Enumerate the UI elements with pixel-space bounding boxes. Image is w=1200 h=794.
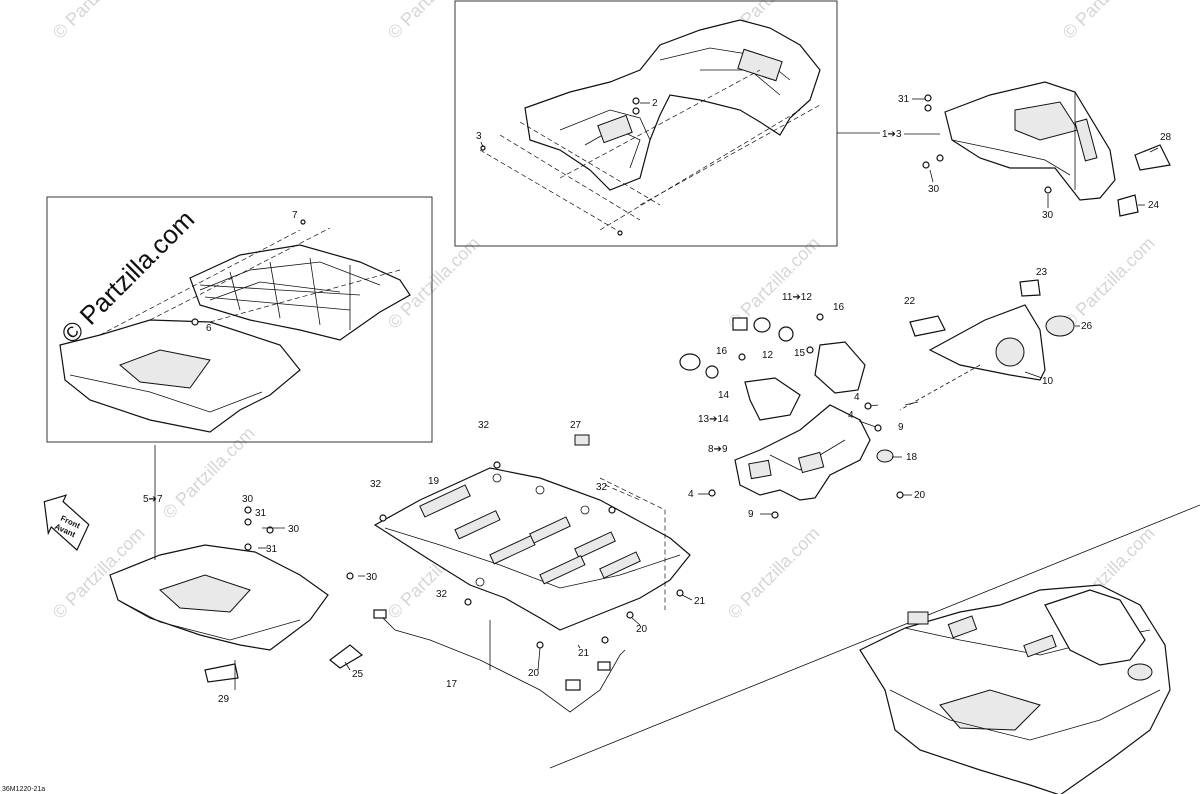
callout: 31 bbox=[255, 508, 267, 519]
frame-detail-box bbox=[454, 0, 838, 247]
lower-seat-base bbox=[109, 506, 364, 683]
callout: 5➔7 bbox=[143, 494, 163, 505]
watermark: © Partzilla.com bbox=[1059, 0, 1159, 43]
callout: 10 bbox=[1042, 376, 1054, 387]
assembly-divider-line bbox=[549, 504, 1200, 769]
callout: 17 bbox=[446, 679, 458, 690]
frame-assembly bbox=[479, 19, 821, 236]
callout: 32 bbox=[478, 420, 490, 431]
seat-detail-box bbox=[46, 196, 433, 443]
callout: 22 bbox=[904, 296, 916, 307]
front-direction-arrow: Front Avant bbox=[43, 494, 90, 551]
decal-25 bbox=[329, 644, 364, 669]
grommet-18 bbox=[876, 449, 894, 463]
wire-harness-17 bbox=[373, 609, 626, 713]
drawing-code: 36M1220-21a bbox=[2, 786, 45, 793]
callout: 4 bbox=[848, 410, 854, 421]
callout: 20 bbox=[528, 668, 540, 679]
callout: 9 bbox=[748, 509, 754, 520]
watermark: © Partzilla.com bbox=[384, 0, 484, 43]
callout: 21 bbox=[578, 648, 590, 659]
callout: 4 bbox=[854, 392, 860, 403]
callout: 29 bbox=[218, 694, 230, 705]
callout: 25 bbox=[352, 669, 364, 680]
callout: 19 bbox=[428, 476, 440, 487]
decal-23 bbox=[1019, 279, 1041, 297]
callout: 24 bbox=[1148, 200, 1160, 211]
callout: 20 bbox=[636, 624, 648, 635]
callout: 32 bbox=[436, 589, 448, 600]
leader-lines bbox=[344, 98, 1159, 671]
callout-labels: 31 1➔3 28 30 30 24 2 3 7 6 23 22 26 10 1… bbox=[143, 94, 1172, 705]
decal-24 bbox=[1117, 194, 1139, 217]
watermark: © Partzilla.com bbox=[49, 0, 149, 43]
callout: 30 bbox=[1042, 210, 1054, 221]
callout: 16 bbox=[716, 346, 728, 357]
callout: 20 bbox=[914, 490, 926, 501]
rear-bracket-assembly bbox=[922, 81, 1171, 217]
callout: 32 bbox=[596, 482, 608, 493]
front-cover-assembly bbox=[909, 279, 1075, 381]
callout: 2 bbox=[652, 98, 658, 109]
callout: 8➔9 bbox=[708, 444, 728, 455]
callout: 31 bbox=[266, 544, 278, 555]
callout: 7 bbox=[292, 210, 298, 221]
callout: 13➔14 bbox=[698, 414, 729, 425]
callout: 4 bbox=[688, 489, 694, 500]
callout: 31 bbox=[898, 94, 910, 105]
emblem-26 bbox=[1045, 315, 1075, 337]
callout: 30 bbox=[928, 184, 940, 195]
callout: 9 bbox=[898, 422, 904, 433]
callout: 6 bbox=[206, 323, 212, 334]
callout: 26 bbox=[1081, 321, 1093, 332]
callout: 32 bbox=[370, 479, 382, 490]
callout: 12 bbox=[762, 350, 774, 361]
watermark: © Partzilla.com bbox=[1059, 233, 1159, 333]
watermark: © Partzilla.com bbox=[724, 523, 824, 623]
clip-27 bbox=[574, 434, 590, 446]
callout: 30 bbox=[366, 572, 378, 583]
callout: 14 bbox=[718, 390, 730, 401]
callout: 3 bbox=[476, 131, 482, 142]
assembled-view bbox=[859, 584, 1171, 794]
callout: 16 bbox=[833, 302, 845, 313]
callout: 11➔12 bbox=[782, 292, 812, 303]
center-panel-assembly bbox=[373, 434, 691, 649]
callout: 18 bbox=[906, 452, 918, 463]
headlight-housing-assembly bbox=[679, 313, 904, 519]
callout: 15 bbox=[794, 348, 806, 359]
callout: 28 bbox=[1160, 132, 1172, 143]
callout: 30 bbox=[242, 494, 254, 505]
decal-28 bbox=[1134, 144, 1171, 171]
callout: 30 bbox=[288, 524, 300, 535]
callout: 21 bbox=[694, 596, 706, 607]
callout: 27 bbox=[570, 420, 582, 431]
callout: 1➔3 bbox=[882, 129, 902, 140]
watermark: © Partzilla.com bbox=[159, 423, 259, 523]
decal-29 bbox=[204, 663, 239, 683]
seat-base-assembly bbox=[59, 219, 411, 433]
callout: 23 bbox=[1036, 267, 1048, 278]
decal-22 bbox=[909, 315, 946, 337]
